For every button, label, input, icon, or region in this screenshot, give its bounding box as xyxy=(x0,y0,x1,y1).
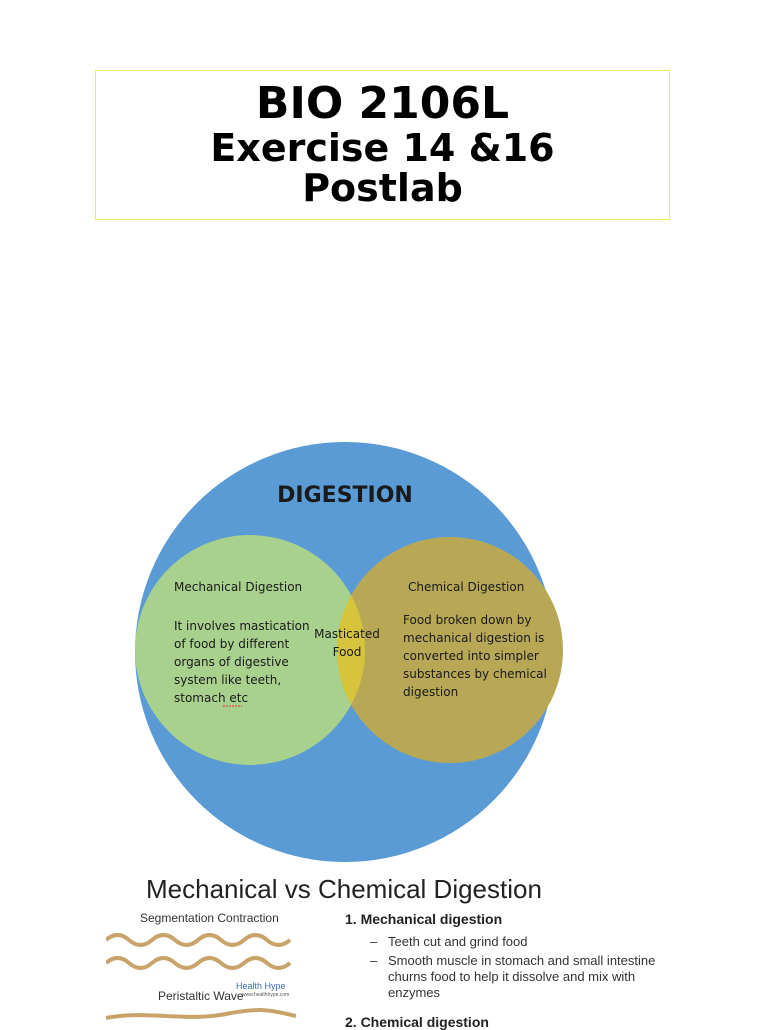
right-body-line: substances by chemical xyxy=(403,667,547,681)
peristaltic-label: Peristaltic Wave xyxy=(158,989,244,1003)
healthhype-logo: Health Hype xyxy=(236,981,286,991)
title-box: BIO 2106L Exercise 14 &16 Postlab xyxy=(95,70,670,220)
healthhype-url: www.healthhype.com xyxy=(242,992,290,998)
mechanical-vs-chemical-section: Mechanical vs Chemical Digestion Segment… xyxy=(100,868,660,1030)
title-exercise: Exercise 14 &16 xyxy=(210,126,555,171)
left-body-line: organs of digestive xyxy=(174,655,289,669)
title-course: BIO 2106L xyxy=(255,78,510,130)
digestion-venn-diagram: DIGESTION Mechanical Digestion It involv… xyxy=(135,442,563,862)
left-body: It involves mastication of food by diffe… xyxy=(174,619,310,705)
center-label-line: Masticated xyxy=(314,627,380,641)
venn-outer-title: DIGESTION xyxy=(277,483,413,508)
chemical-heading-cutoff: 2. Chemical digestion xyxy=(345,1014,489,1030)
center-label: Masticated Food xyxy=(314,627,380,659)
right-body-line: mechanical digestion is xyxy=(403,631,544,645)
right-body: Food broken down by mechanical digestion… xyxy=(403,613,547,699)
mechanical-heading: 1. Mechanical digestion xyxy=(345,911,503,927)
right-body-line: digestion xyxy=(403,685,458,699)
title-postlab: Postlab xyxy=(302,166,463,211)
list-item: Smooth muscle in stomach and small intes… xyxy=(370,953,660,1001)
mechanical-list: Teeth cut and grind food Smooth muscle i… xyxy=(370,934,660,1004)
venn-right-circle xyxy=(337,537,563,763)
venn-left-circle xyxy=(135,535,365,765)
peristaltic-wave-illustration xyxy=(106,1008,296,1020)
right-body-line: Food broken down by xyxy=(403,613,531,627)
segmentation-waves-illustration xyxy=(106,933,292,970)
list-item: Teeth cut and grind food xyxy=(370,934,660,950)
left-body-line: of food by different xyxy=(174,637,290,651)
right-body-line: converted into simpler xyxy=(403,649,539,663)
left-body-line: system like teeth, xyxy=(174,673,281,687)
right-heading: Chemical Digestion xyxy=(408,580,524,594)
segmentation-label: Segmentation Contraction xyxy=(140,911,279,925)
comparison-title: Mechanical vs Chemical Digestion xyxy=(146,874,542,904)
left-body-line: It involves mastication xyxy=(174,619,310,633)
left-heading: Mechanical Digestion xyxy=(174,580,302,594)
center-label-line: Food xyxy=(333,645,362,659)
left-body-line: stomach etc xyxy=(174,691,248,705)
